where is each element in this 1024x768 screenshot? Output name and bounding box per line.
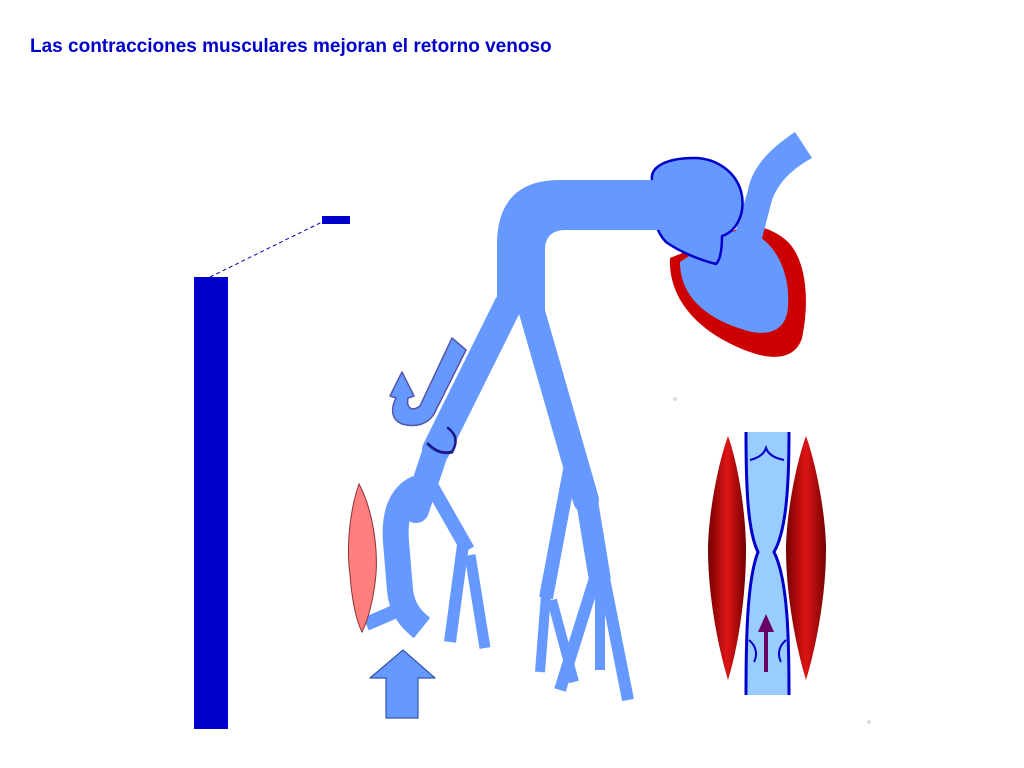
vein-near-muscle xyxy=(382,476,431,639)
speck xyxy=(673,397,677,401)
vein-branch-left-main xyxy=(422,291,522,464)
upward-flow-arrow-head-icon xyxy=(758,614,774,632)
reflux-arrow-icon xyxy=(389,337,467,427)
muscle-pump-inset xyxy=(708,431,826,696)
venous-valve xyxy=(426,442,454,455)
contracting-muscle-right xyxy=(786,436,826,680)
vena-cava xyxy=(497,180,660,310)
vein-right-twig-3 xyxy=(598,576,634,702)
contracting-muscle-left xyxy=(708,436,746,680)
compressed-vein-segment xyxy=(746,432,789,695)
vein-left-twig-1 xyxy=(444,544,469,643)
relaxed-muscle xyxy=(347,482,377,634)
pressure-column xyxy=(194,216,350,729)
reflux-arrow xyxy=(389,337,467,427)
speck xyxy=(867,720,871,724)
vein-right-twig-5 xyxy=(547,598,579,684)
compressed-vein-right-wall xyxy=(772,431,791,696)
aorta xyxy=(733,132,812,246)
compressed-vein-left-wall xyxy=(744,431,760,696)
vein-tree xyxy=(363,180,660,702)
heart xyxy=(650,132,812,357)
valve-lower-right xyxy=(777,639,787,663)
open-valve-top xyxy=(749,444,785,461)
slide-title: Las contracciones musculares mejoran el … xyxy=(30,36,552,57)
valve-lower-left xyxy=(748,639,758,663)
vein-right-offshoot xyxy=(539,468,577,600)
vein-right-twig-4 xyxy=(535,594,551,673)
vein-near-muscle-tip xyxy=(363,597,414,631)
upward-flow-arrow-icon xyxy=(369,649,436,719)
vein-branch-right-main xyxy=(517,292,599,513)
vein-right-lower xyxy=(575,493,611,582)
pressure-reference-line xyxy=(209,221,323,278)
pressure-column-bar xyxy=(194,277,228,729)
pressure-reference-marker xyxy=(322,216,350,224)
right-atrium xyxy=(650,156,744,266)
venous-valve-cusp xyxy=(446,426,457,454)
vein-left-twig-2 xyxy=(464,554,491,649)
vein-left-offshoot xyxy=(420,474,475,554)
